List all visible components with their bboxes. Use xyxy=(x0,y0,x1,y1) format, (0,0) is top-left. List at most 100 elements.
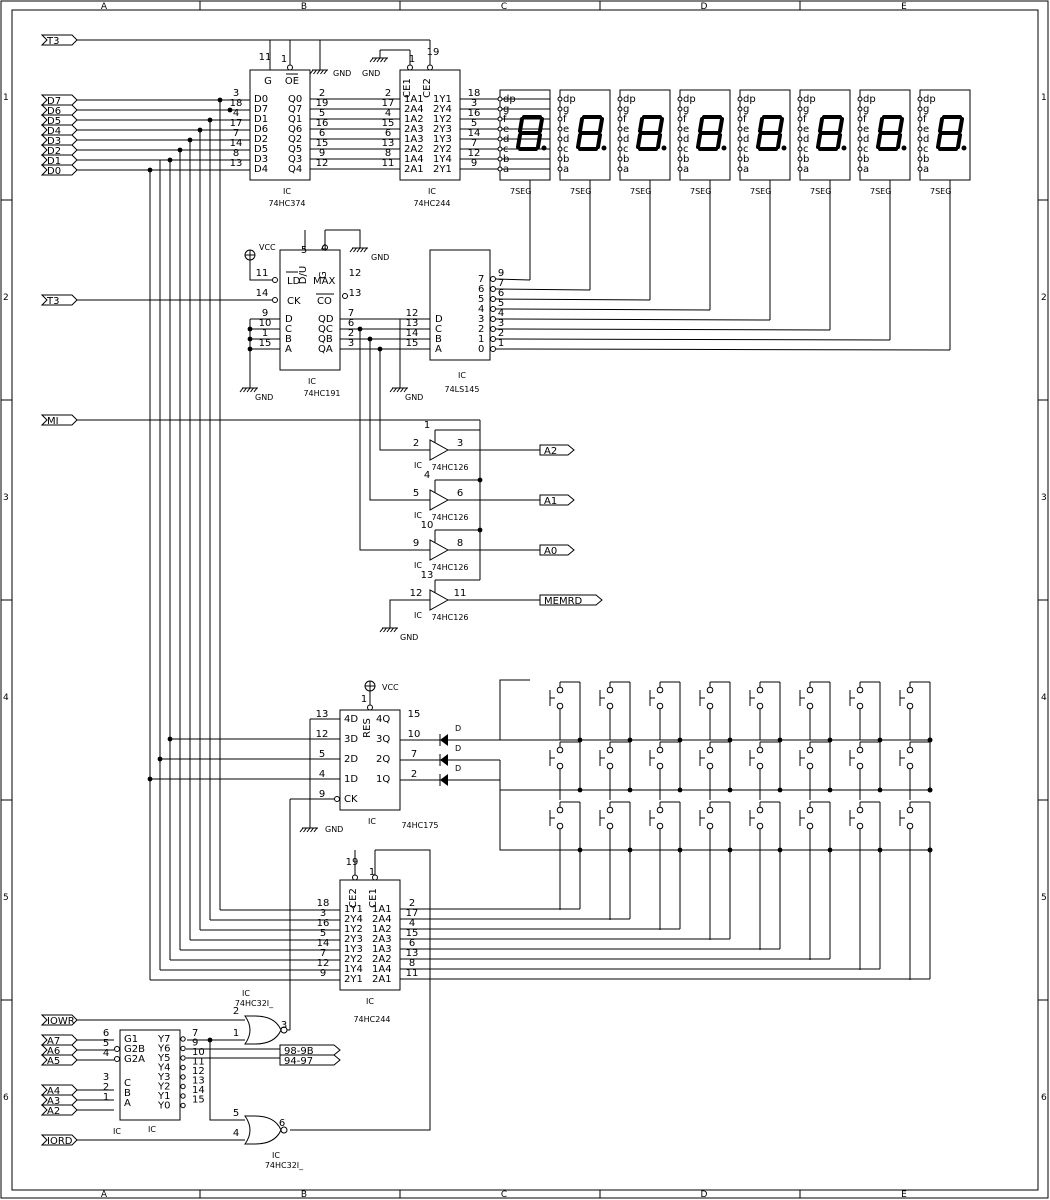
segment-pin-label: f xyxy=(683,114,687,125)
ic244a-output-label: 1Y1 xyxy=(433,94,452,105)
ground-icon xyxy=(320,69,324,75)
segment-pin-label: d xyxy=(683,134,689,145)
ic145-output-label: 7 xyxy=(478,274,484,285)
ic244a-ce2: CE2 xyxy=(422,78,433,98)
inversion-bubble xyxy=(617,166,623,172)
inversion-bubble xyxy=(737,156,743,162)
ground-icon xyxy=(239,387,244,393)
inversion-bubble xyxy=(180,1083,186,1090)
pin-number: 3 xyxy=(281,1020,287,1031)
display-label: 7SEG xyxy=(930,187,951,196)
a5-port-shape xyxy=(40,1054,78,1066)
pin-number: 1 xyxy=(233,1028,239,1039)
ic191-input-label: C xyxy=(285,324,292,335)
junction-dot xyxy=(877,787,883,793)
pin-number: 2 xyxy=(498,328,504,339)
wire xyxy=(187,1039,245,1121)
ic191-output-label: QA xyxy=(318,344,333,355)
switch-contact xyxy=(656,822,664,830)
display-label: 7SEG xyxy=(510,187,531,196)
pin-number: 4 xyxy=(321,243,327,254)
inversion-bubble xyxy=(857,126,863,132)
ic191-body xyxy=(279,249,341,371)
or-bot-ref: IC xyxy=(272,1151,280,1160)
wiring xyxy=(77,39,951,1141)
switch-contact xyxy=(706,746,714,754)
pin-number: 18 xyxy=(468,88,481,99)
ground-icon xyxy=(349,247,354,253)
inversion-bubble xyxy=(352,874,358,881)
decimal-point xyxy=(961,145,967,151)
or-gate-bot xyxy=(244,1115,282,1145)
pin-number: 18 xyxy=(317,898,330,909)
row-label-left: 2 xyxy=(3,293,9,303)
ic374-output-label: Q7 xyxy=(288,104,302,115)
ic244b-ce2: CE2 xyxy=(348,888,359,908)
inversion-bubble xyxy=(272,297,278,303)
pin-number: 3 xyxy=(348,338,354,349)
pin-number: 7 xyxy=(233,128,239,139)
a7-port-label: A7 xyxy=(47,1036,60,1047)
ic138-output-label: Y1 xyxy=(157,1091,170,1102)
inversion-bubble xyxy=(490,346,496,352)
junction-dot xyxy=(727,847,733,853)
ic374-input-label: D7 xyxy=(254,104,268,115)
ic244b-left-label: 2Y3 xyxy=(344,934,363,945)
switch-contact xyxy=(806,746,814,754)
segment-pin-label: c xyxy=(863,144,869,155)
segment-pin-label: e xyxy=(743,124,749,135)
pin-number: 13 xyxy=(406,948,419,959)
pin-number: 6 xyxy=(279,1118,285,1129)
column-label-top: A xyxy=(101,2,108,12)
digit-glyph xyxy=(516,115,544,151)
seven-segment-display xyxy=(919,89,971,181)
junction-dot xyxy=(777,737,783,743)
digit-glyph xyxy=(696,115,724,151)
column-label-bottom: C xyxy=(501,1190,507,1200)
bus-d6-port-label: D6 xyxy=(47,106,61,117)
pin-number: 6 xyxy=(348,318,354,329)
ic244b-right-label: 1A4 xyxy=(372,964,392,975)
ic374-input-label: D5 xyxy=(254,144,268,155)
junction-dot xyxy=(827,787,833,793)
pin-number: 4 xyxy=(409,918,415,929)
ic244a-output-label: 2Y3 xyxy=(433,124,452,135)
segment-pin-label: c xyxy=(563,144,569,155)
pin-number: 19 xyxy=(316,98,329,109)
inversion-bubble xyxy=(557,96,563,102)
ic244a-input-label: 2A3 xyxy=(404,124,424,135)
inversion-bubble xyxy=(677,146,683,152)
inversion-bubble xyxy=(280,1126,288,1134)
pin-number: 1 xyxy=(103,1092,109,1103)
segment-pin-label: dp xyxy=(623,94,636,105)
inversion-bubble xyxy=(797,166,803,172)
inversion-bubble xyxy=(490,296,496,302)
seven-segment-display xyxy=(679,89,731,181)
junction-dot xyxy=(927,737,933,743)
pin-number: 1 xyxy=(361,694,367,705)
pin-number: 4 xyxy=(424,470,430,481)
inversion-bubble xyxy=(677,166,683,172)
ground-icon xyxy=(383,57,388,63)
switch-contact xyxy=(656,702,664,710)
segment-pin-label: b xyxy=(923,154,929,165)
inversion-bubble xyxy=(114,1046,120,1052)
a4-port-label: A4 xyxy=(47,1086,60,1097)
junction-dot xyxy=(187,137,193,143)
ic191-input-label: D xyxy=(285,314,293,325)
ground-icon xyxy=(323,69,328,75)
or-bot-part: 74HC32I_ xyxy=(265,1161,304,1170)
segment-pin-label: a xyxy=(743,164,749,175)
pin-number: 13 xyxy=(406,318,419,329)
ground-icon xyxy=(389,387,394,393)
pin-number: 15 xyxy=(406,928,419,939)
ic244a-output-label: 2Y1 xyxy=(433,164,452,175)
ic374-ref: IC xyxy=(283,187,291,196)
column-label-top: B xyxy=(301,2,307,12)
inversion-bubble xyxy=(557,116,563,122)
wire xyxy=(495,278,531,281)
inversion-bubble xyxy=(617,146,623,152)
inversion-bubble xyxy=(857,96,863,102)
junction-dot xyxy=(477,477,483,483)
